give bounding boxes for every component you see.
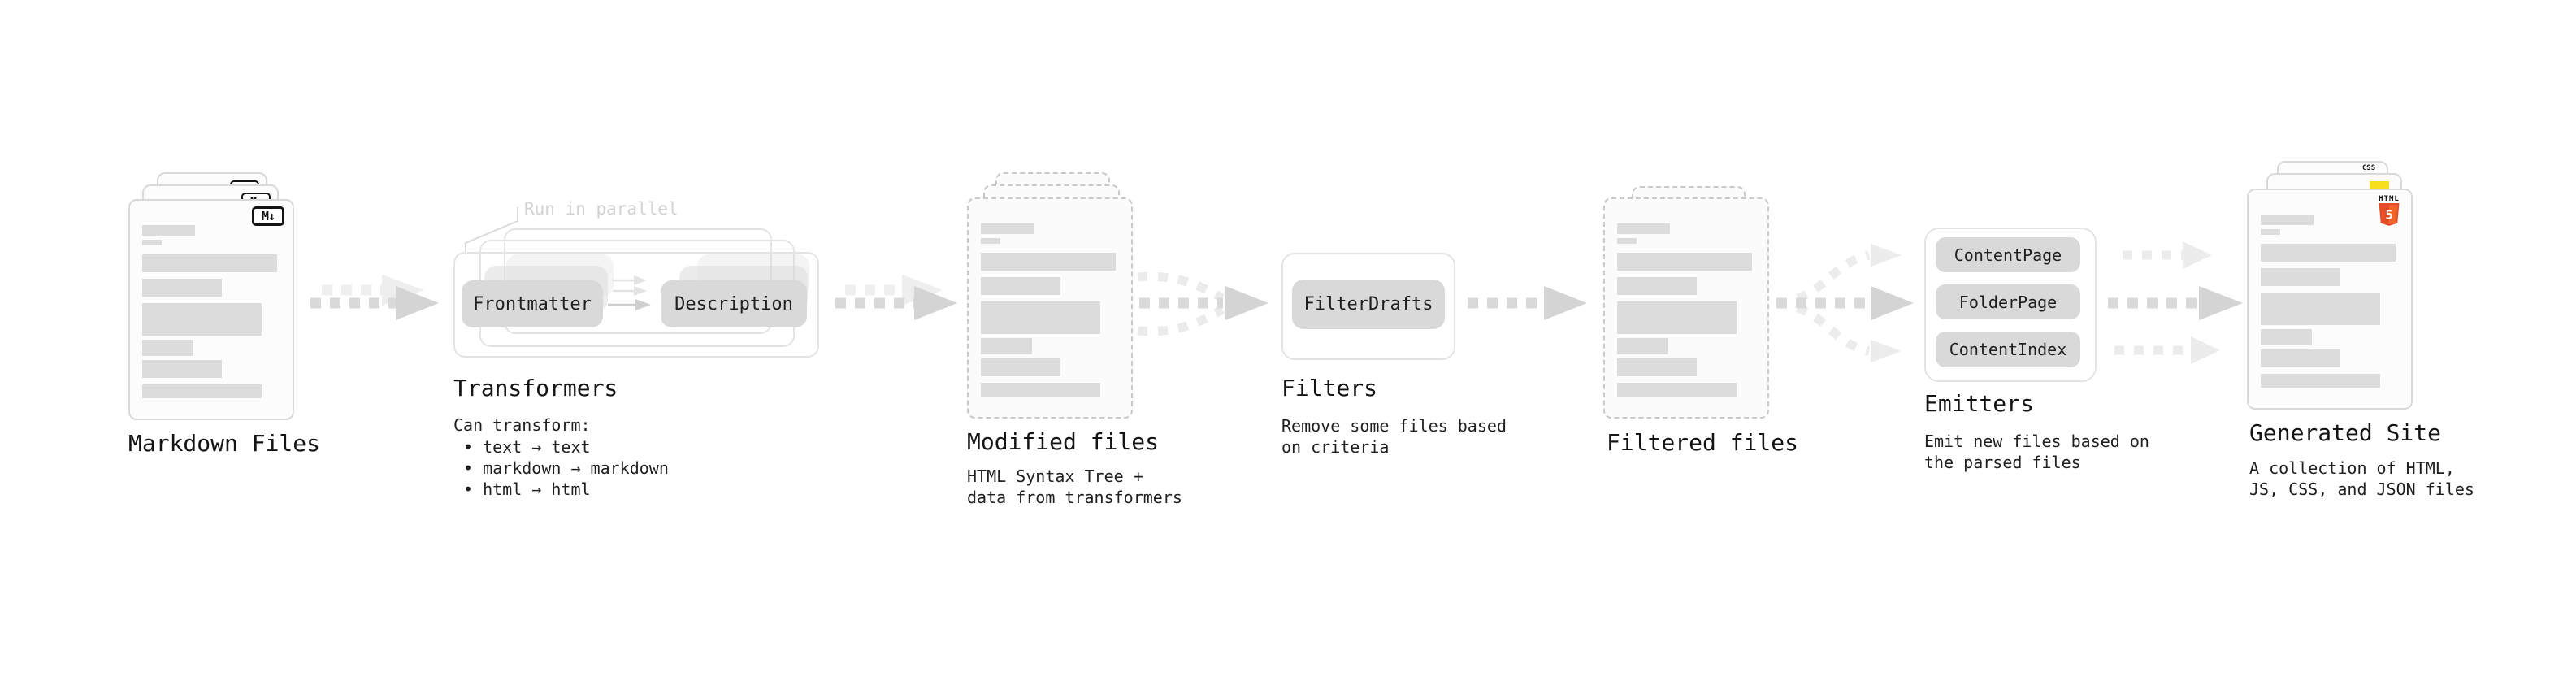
generated-site-label: Generated Site xyxy=(2249,419,2442,446)
arrow-transformers-to-modified-icon xyxy=(835,275,957,320)
markdown-icon: M↓ xyxy=(252,206,284,226)
folderpage-pill: FolderPage xyxy=(1936,284,2080,319)
arrow-modified-to-filters-icon xyxy=(1137,271,1268,336)
arrow-emitters-to-generated-icon xyxy=(2108,241,2243,364)
arrow-filters-to-filtered-icon xyxy=(1468,286,1587,320)
arrow-frontmatter-to-description-icon xyxy=(608,275,651,310)
contentpage-pill: ContentPage xyxy=(1936,237,2080,272)
arrow-markdown-to-transformers-icon xyxy=(310,275,439,320)
transformer-frame-front xyxy=(453,252,819,358)
contentindex-pill: ContentIndex xyxy=(1936,332,2080,367)
svg-text:5: 5 xyxy=(2385,208,2392,223)
emitters-sub: the parsed files xyxy=(1924,453,2081,472)
modified-files-label: Modified files xyxy=(967,428,1160,455)
transformers-bullet: html → html xyxy=(463,479,590,500)
transformers-bullet: text → text xyxy=(463,436,590,458)
arrow-filtered-to-emitters-icon xyxy=(1776,244,1914,362)
emitters-label: Emitters xyxy=(1924,390,2034,417)
markdown-files-label: Markdown Files xyxy=(128,430,321,457)
transformers-label: Transformers xyxy=(453,375,618,401)
filters-sub: Remove some files based xyxy=(1281,416,1507,436)
run-in-parallel-connector-line xyxy=(465,207,518,254)
modified-files-sub: HTML Syntax Tree + xyxy=(967,466,1143,486)
filters-label: Filters xyxy=(1281,375,1378,401)
filtered-file-card xyxy=(1603,197,1769,419)
description-pill: Description xyxy=(661,280,807,327)
html5-icon: HTML 5 xyxy=(2377,195,2401,226)
filtered-files-label: Filtered files xyxy=(1607,429,1799,456)
markdown-file-card: M↓ xyxy=(128,199,294,420)
transformers-intro: Can transform: xyxy=(453,415,591,435)
filters-sub: on criteria xyxy=(1281,437,1390,457)
modified-file-card xyxy=(967,197,1133,419)
generated-file-card: HTML 5 xyxy=(2247,189,2413,410)
modified-files-sub: data from transformers xyxy=(967,488,1182,507)
run-in-parallel-annotation: Run in parallel xyxy=(524,199,679,219)
filterdrafts-pill: FilterDrafts xyxy=(1292,280,1445,329)
frontmatter-pill: Frontmatter xyxy=(462,280,603,327)
transformers-bullet: markdown → markdown xyxy=(463,458,669,479)
generated-site-sub: A collection of HTML, xyxy=(2249,458,2455,478)
emitters-sub: Emit new files based on xyxy=(1924,432,2149,451)
generated-site-sub: JS, CSS, and JSON files xyxy=(2249,479,2474,499)
